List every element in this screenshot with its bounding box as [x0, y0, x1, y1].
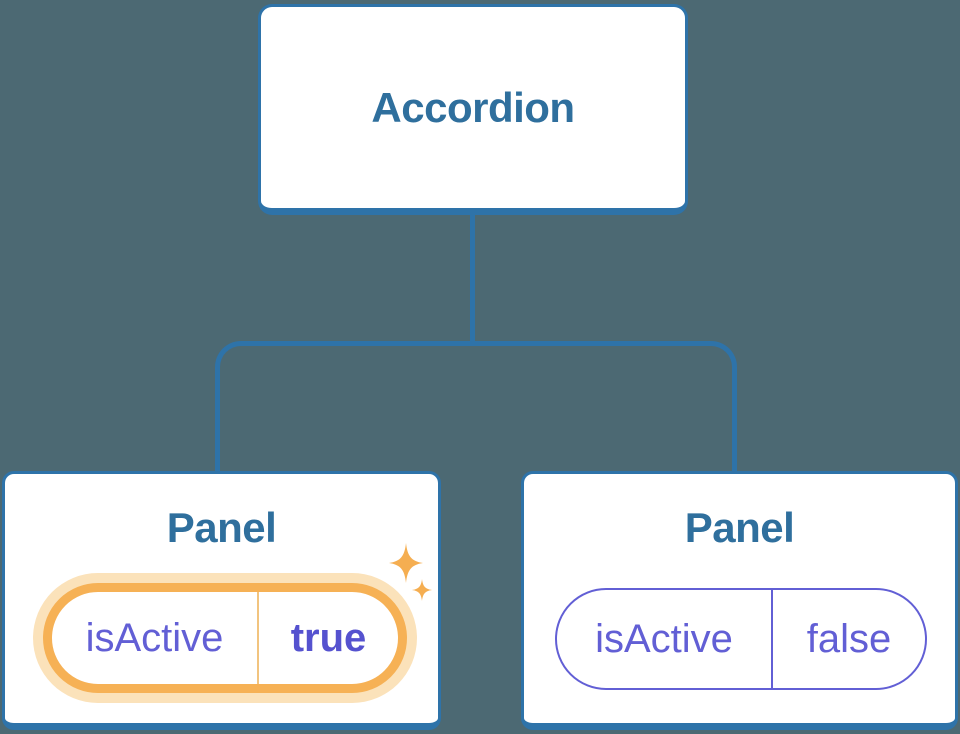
state-prop-name: isActive — [595, 617, 733, 661]
panel-node-inactive: Panel isActive false — [521, 471, 958, 730]
state-prop-value: false — [806, 617, 892, 661]
state-pill-inactive: isActive false — [555, 588, 927, 690]
accordion-node: Accordion — [258, 4, 688, 215]
accordion-node-label: Accordion — [371, 83, 575, 131]
state-prop-name: isActive — [85, 616, 224, 660]
pill-divider — [771, 590, 773, 688]
panel-title: Panel — [166, 504, 277, 551]
connector-bracket — [215, 341, 737, 472]
panel-title: Panel — [684, 504, 795, 551]
sparkle-icon — [389, 543, 423, 583]
connector-stem — [470, 213, 475, 344]
pill-divider — [257, 592, 259, 684]
sparkle-icon — [412, 579, 432, 601]
panel-node-active: Panel isActive true — [2, 471, 441, 730]
state-prop-value: true — [290, 616, 367, 660]
state-pill-active: isActive true — [43, 583, 407, 693]
